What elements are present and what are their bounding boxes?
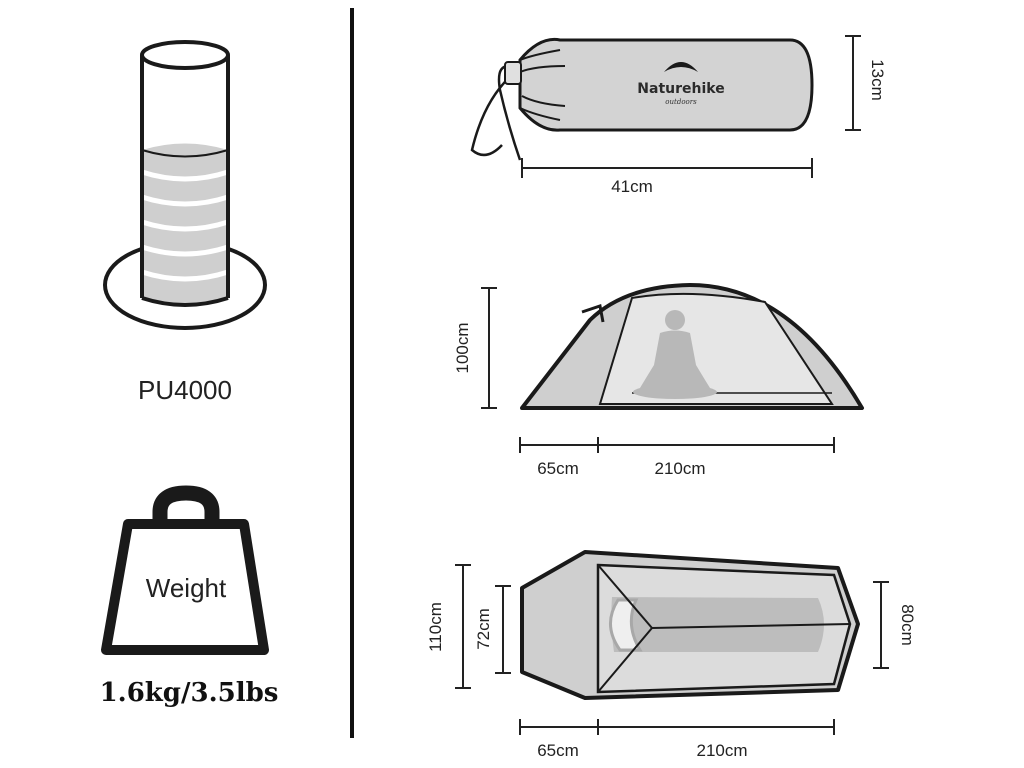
tent-top-view [520,550,860,700]
weight-icon-label: Weight [146,573,227,603]
tent-height-label: 100cm [453,322,472,373]
top-vestibule-label: 65cm [537,741,579,760]
bag-length-label: 41cm [611,177,653,196]
side-length-dimension [519,437,835,453]
top-head-width-dimension [495,585,511,674]
brand-logo-subtext: outdoors [665,98,697,106]
side-inner-length-label: 210cm [654,459,705,478]
bag-length-dimension [521,158,813,178]
water-column-icon [103,40,267,330]
packed-bag [470,37,814,161]
bag-diameter-label: 13cm [868,59,887,101]
top-inner-length-label: 210cm [696,741,747,760]
person-silhouette [633,310,717,399]
tent-height-dimension [481,287,497,409]
side-vestibule-label: 65cm [537,459,579,478]
top-foot-width-label: 80cm [898,604,917,646]
top-outer-width-label: 110cm [426,602,445,652]
top-head-width-label: 72cm [474,608,493,650]
weight-icon [101,485,269,655]
tent-side-view [520,283,864,410]
waterproof-rating-label: PU4000 [138,375,232,405]
bag-diameter-dimension [845,35,861,131]
brand-logo-text: Naturehike [637,81,724,97]
top-foot-width-dimension [873,581,889,669]
top-outer-width-dimension [455,564,471,689]
weight-value: 1.6kg/3.5lbs [100,678,279,708]
top-length-dimension [519,719,835,735]
